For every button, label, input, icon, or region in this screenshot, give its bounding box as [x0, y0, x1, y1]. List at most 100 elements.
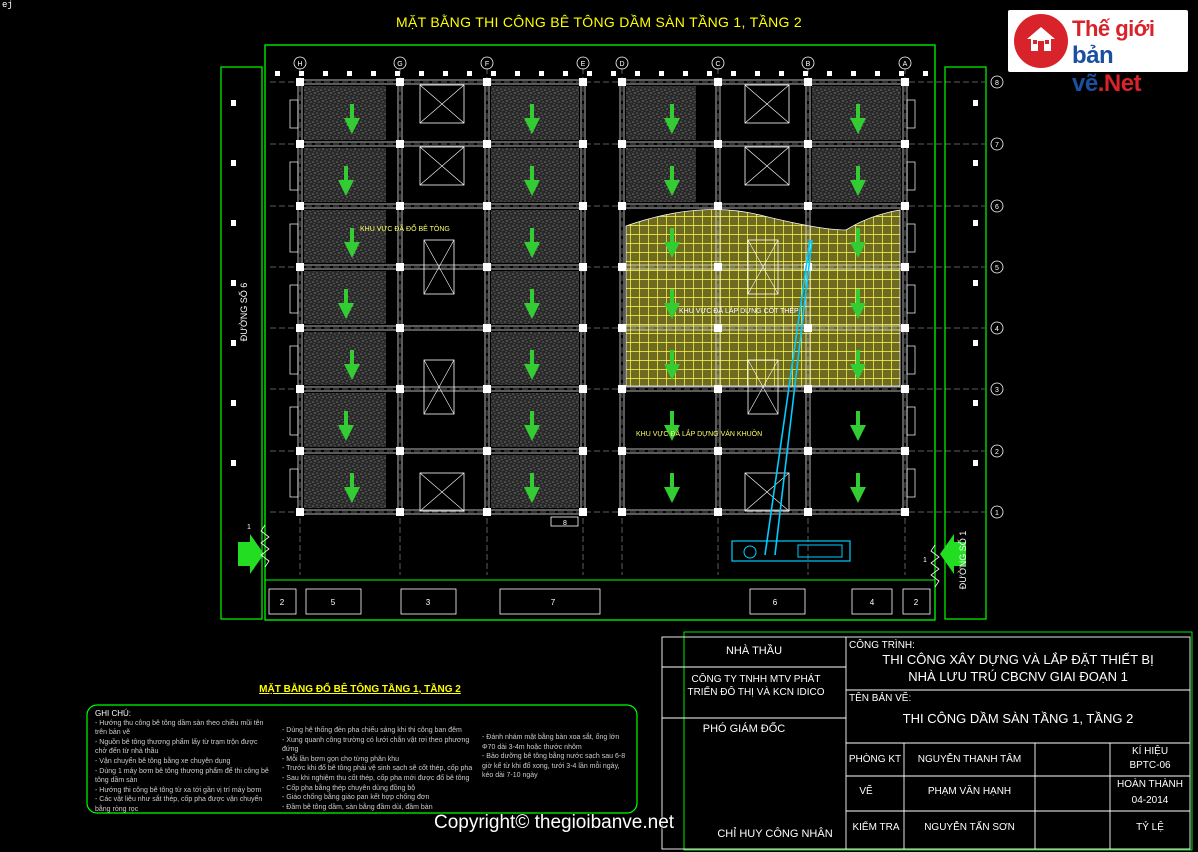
axis-label-y: 2: [995, 449, 999, 456]
axis-bubble: [990, 75, 1004, 89]
poured-slab: [491, 210, 579, 263]
fence-post: [299, 71, 304, 76]
column: [714, 202, 722, 210]
column: [296, 140, 304, 148]
column: [901, 263, 909, 271]
gate-left: [260, 524, 270, 568]
column: [804, 78, 812, 86]
column: [618, 202, 626, 210]
opening-box: [419, 84, 465, 124]
axis-label-y: 7: [995, 142, 999, 149]
column: [579, 263, 587, 271]
slab-panel: [626, 455, 696, 508]
axis-bubble: [990, 505, 1004, 519]
zone-rebar-label: KHU VỰC ĐÃ LẮP DỰNG CỐT THÉP: [679, 305, 799, 315]
balcony: [906, 406, 916, 436]
road-left-label: ĐƯỜNG SỐ 6: [238, 283, 249, 341]
opening-box: [419, 146, 465, 186]
fence-post: [683, 71, 688, 76]
gate-mark: 1: [923, 557, 927, 564]
balcony: [289, 284, 299, 314]
axis-label-x: G: [397, 61, 402, 68]
drawing-name-label: TÊN BẢN VẼ:: [849, 693, 912, 704]
logo-line2b: .Net: [1097, 70, 1142, 97]
logo-line1: Thế giới: [1072, 16, 1155, 41]
column: [483, 263, 491, 271]
column: [296, 78, 304, 86]
fence-post: [467, 71, 472, 76]
column: [804, 202, 812, 210]
column: [579, 140, 587, 148]
fence-post: [973, 100, 978, 106]
axis-bubble: [711, 56, 725, 70]
company-name: CÔNG TY TNHH MTV PHÁT TRIỂN ĐÔ THỊ VÀ KC…: [687, 674, 825, 698]
column: [396, 385, 404, 393]
opening-box: [419, 472, 465, 512]
opening-box: [744, 84, 790, 124]
finish-label: HOÀN THÀNH: [1117, 779, 1183, 790]
drawing-code: BPTC-06: [1129, 760, 1171, 771]
column: [804, 324, 812, 332]
small-box-label: 8: [563, 520, 567, 527]
note-item: - Đánh nhám mặt bằng bàn xoa sắt, ống lớ…: [482, 734, 620, 751]
rebar-area: [625, 209, 901, 387]
column: [714, 263, 722, 271]
balcony: [906, 161, 916, 191]
column: [579, 508, 587, 516]
corner-mark: ej: [2, 0, 13, 10]
fence-post: [231, 280, 236, 286]
fence-post: [973, 460, 978, 466]
fence-post: [231, 340, 236, 346]
drawing-title: MẶT BẰNG THI CÔNG BÊ TÔNG DẦM SÀN TẦNG 1…: [396, 14, 802, 30]
column: [618, 447, 626, 455]
balcony: [906, 223, 916, 253]
column: [714, 140, 722, 148]
axis-bubble: [801, 56, 815, 70]
balcony: [289, 161, 299, 191]
axis-bubble: [393, 56, 407, 70]
axis-label-y: 5: [995, 265, 999, 272]
axis-bubble: [576, 56, 590, 70]
column: [714, 508, 722, 516]
column: [804, 263, 812, 271]
balcony: [289, 468, 299, 498]
project-label: CÔNG TRÌNH:: [849, 640, 915, 651]
axis-label-y: 3: [995, 387, 999, 394]
stair-cross: [423, 239, 455, 295]
column: [714, 385, 722, 393]
fence-post: [803, 71, 808, 76]
box-label: 6: [773, 598, 778, 607]
fence-post: [275, 71, 280, 76]
fence-post: [827, 71, 832, 76]
poured-slab: [304, 455, 386, 508]
axis-label-x: A: [903, 61, 908, 68]
axis-bubble: [990, 444, 1004, 458]
fence-post: [973, 400, 978, 406]
fence-post: [973, 160, 978, 166]
axis-bubble: [898, 56, 912, 70]
role-label: KIỂM TRA: [852, 822, 900, 833]
fence-post: [611, 71, 616, 76]
poured-slab: [491, 148, 579, 202]
fence-post: [231, 400, 236, 406]
fence-post: [587, 71, 592, 76]
site-boundary: [220, 44, 987, 621]
column: [618, 263, 626, 271]
axis-bubble: [615, 56, 629, 70]
axis-label-x: F: [485, 61, 489, 68]
entry-arrow-left: [238, 534, 264, 574]
zone-poured-label: KHU VỰC ĐÃ ĐỔ BÊ TÔNG: [360, 224, 450, 233]
note-item: - Dùng 1 máy bơm bê tông thương phẩm để …: [95, 767, 269, 785]
structural-grid: [270, 68, 985, 575]
axis-bubble: [990, 199, 1004, 213]
column: [714, 324, 722, 332]
column: [579, 78, 587, 86]
column: [579, 385, 587, 393]
fence-post: [371, 71, 376, 76]
balcony: [906, 99, 916, 129]
column: [296, 263, 304, 271]
note-item: - Dùng hệ thống đèn pha chiếu sáng khi t…: [282, 727, 462, 734]
note-item: - Các vật liệu như sắt thép, cốp pha đượ…: [95, 796, 263, 813]
box-label: 2: [914, 598, 919, 607]
note-item: - Xung quanh công trường có lưới chắn vậ…: [282, 736, 470, 754]
